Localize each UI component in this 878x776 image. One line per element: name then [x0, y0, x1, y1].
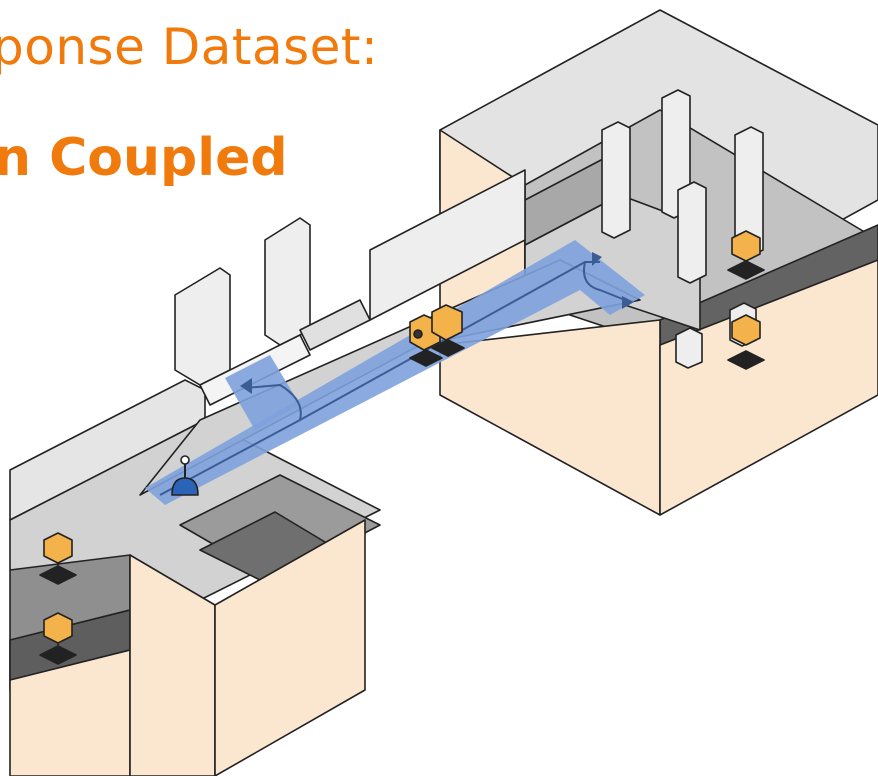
path-arrow-icon	[622, 296, 634, 309]
sensor-box-icon	[39, 612, 77, 665]
title-line-2-bold: Coupled	[49, 128, 288, 188]
robot-icon	[171, 455, 199, 496]
path-arrow-icon	[240, 378, 252, 394]
sensor-boxes	[39, 230, 765, 665]
right-building	[439, 9, 878, 516]
title-line-2: n Coupled	[0, 128, 288, 188]
sensor-box-icon	[727, 314, 765, 370]
path-arrow-icon	[592, 252, 602, 266]
sensor-box-icon	[39, 532, 77, 585]
sensor-box-icon	[727, 230, 765, 280]
sensor-box-icon	[431, 304, 465, 357]
left-building	[9, 379, 381, 776]
title-line-2-prefix: n	[0, 128, 32, 188]
robot-path	[145, 240, 645, 505]
title-line-1: ponse Dataset:	[0, 18, 379, 76]
